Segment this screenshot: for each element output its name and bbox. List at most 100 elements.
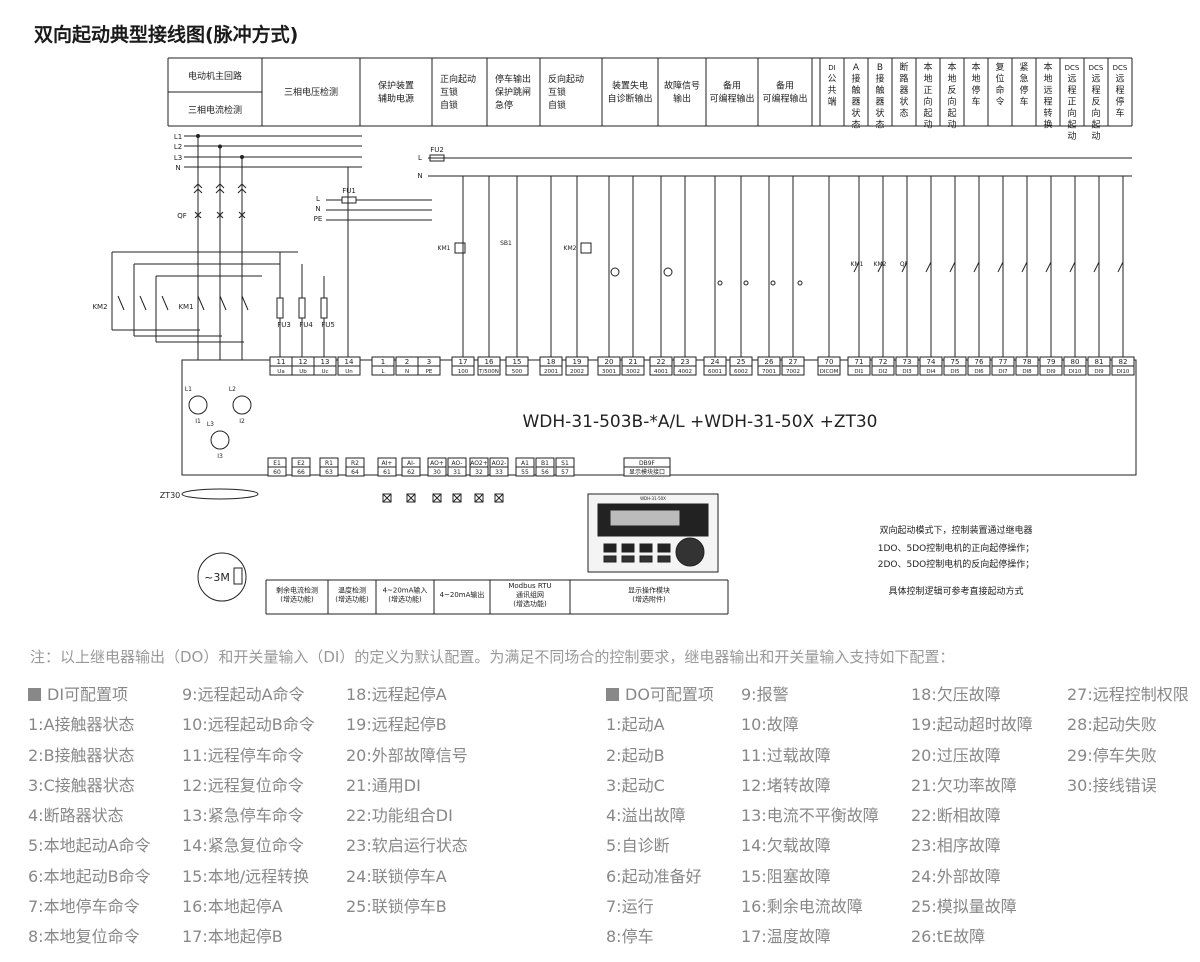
di-header-char: 态 <box>875 119 884 131</box>
terminal-name-box <box>1039 365 1063 376</box>
square-bullet-icon <box>28 688 41 701</box>
breaker-symbol <box>237 183 247 194</box>
qf-contact <box>216 211 224 219</box>
di-header-char: 命 <box>995 84 1004 96</box>
terminal-name: 57 <box>561 469 569 476</box>
terminal-name-box <box>515 466 535 477</box>
do-config-item: 12:堵转故障 <box>741 775 831 795</box>
di-header-char: 动 <box>947 120 956 131</box>
terminal-name: 6002 <box>734 369 748 375</box>
di-header-char: 断 <box>899 61 908 73</box>
terminal-name: 7002 <box>786 369 800 375</box>
terminal-number: 25 <box>737 358 746 366</box>
terminal-number: 78 <box>1023 358 1032 366</box>
di-config-item: 24:联锁停车A <box>346 866 447 886</box>
display-button-icon <box>603 543 617 553</box>
bus-label: L1 <box>174 133 182 141</box>
terminal-name-box <box>267 466 287 477</box>
di-header-char: 车 <box>1115 107 1124 119</box>
terminal-name-box <box>489 466 509 477</box>
terminal-name: 62 <box>407 469 415 476</box>
current-transformer <box>188 395 208 415</box>
terminal-number: 20 <box>605 358 614 366</box>
terminal-name-box <box>757 365 781 376</box>
display-model-label: WDH-31-50X <box>640 496 666 501</box>
terminal-name-box <box>555 466 575 477</box>
header-label: 反向起动 <box>548 73 584 85</box>
terminal-name: 60 <box>273 469 281 476</box>
terminal-name-box <box>371 365 395 376</box>
di-config-item: 10:远程起动B命令 <box>182 715 315 735</box>
terminal-number: R2 <box>351 460 359 467</box>
terminal-name: DI8 <box>1022 369 1032 375</box>
terminal-number: AO2- <box>492 460 507 467</box>
terminal-name-box <box>991 365 1015 376</box>
di-config-item: 4:断路器状态 <box>28 806 124 826</box>
breaker-symbol <box>193 183 203 194</box>
contact-label: KM1 <box>851 261 864 268</box>
di-config-item: 18:远程起停A <box>346 685 447 704</box>
side-note: 具体控制逻辑可参考直接起动方式 <box>888 585 1023 597</box>
qf-contact <box>194 211 202 219</box>
terminal-number: E2 <box>297 460 305 467</box>
terminal-name: L <box>381 369 385 375</box>
terminal-name-box <box>967 365 991 376</box>
header-label: 互锁 <box>548 86 566 98</box>
di-header-char: 停 <box>971 84 980 96</box>
do-config-item: 26:tE故障 <box>911 927 986 947</box>
terminal-name: DI4 <box>926 369 936 375</box>
terminal-number: DB9F <box>639 460 656 467</box>
bottom-table-label: 通讯组网 <box>516 590 544 599</box>
do-config-item: 11:过载故障 <box>741 745 831 765</box>
di-header-char: 状 <box>851 107 860 119</box>
terminal-name: 2002 <box>570 369 584 375</box>
terminal-x-box <box>406 493 416 503</box>
terminal-number: 81 <box>1095 358 1104 366</box>
di-header-char: 地 <box>947 73 956 85</box>
di-header-char: 向 <box>1091 107 1100 119</box>
do-config-item: 15:阻塞故障 <box>741 866 831 886</box>
bottom-table-label: (增选功能) <box>335 595 369 604</box>
terminal-name: 33 <box>495 469 503 476</box>
di-config-item: 12:远程复位命令 <box>182 775 304 795</box>
di-header-char: 向 <box>1067 107 1076 119</box>
display-dpad-icon <box>675 537 705 567</box>
header-label: 自锁 <box>548 99 566 111</box>
di-header-char: A <box>853 63 860 73</box>
terminal-name: 4001 <box>654 369 668 375</box>
terminal-name: 63 <box>325 469 333 476</box>
do-config-item: 4:溢出故障 <box>606 806 686 826</box>
terminal-number: 18 <box>547 358 556 366</box>
di-header-char: 复 <box>995 61 1004 73</box>
terminal-number: 22 <box>657 358 666 366</box>
terminal-number: R1 <box>325 460 333 467</box>
di-header-char: 地 <box>923 73 932 85</box>
di-config-item: 8:本地复位命令 <box>28 927 140 947</box>
lamp-icon <box>663 267 673 277</box>
bus-label: N <box>315 205 320 213</box>
header-label: 自锁 <box>440 99 458 111</box>
do-config-item: 7:运行 <box>606 897 654 917</box>
terminal-name-box <box>377 466 397 477</box>
di-config-item: 3:C接触器状态 <box>28 775 135 795</box>
terminal-name-box <box>919 365 943 376</box>
di-header-char: 状 <box>899 96 908 108</box>
di-config-item: 21:通用DI <box>346 775 421 795</box>
di-contact <box>1117 261 1124 273</box>
do-config-item: 22:断相故障 <box>911 806 1001 826</box>
terminal-name: 61 <box>383 469 391 476</box>
display-button-icon <box>603 555 617 563</box>
terminal-name: Uc <box>321 369 328 375</box>
do-config-item: 20:过压故障 <box>911 745 1001 765</box>
terminal-name: 4002 <box>678 369 692 375</box>
terminal-name: DICOM <box>820 369 839 375</box>
di-header-char: 器 <box>899 85 908 96</box>
terminal-name: T/500N <box>478 369 499 375</box>
contactor-contact <box>117 295 125 311</box>
header-label: 辅助电源 <box>378 93 414 105</box>
terminal-name: 56 <box>541 469 549 476</box>
